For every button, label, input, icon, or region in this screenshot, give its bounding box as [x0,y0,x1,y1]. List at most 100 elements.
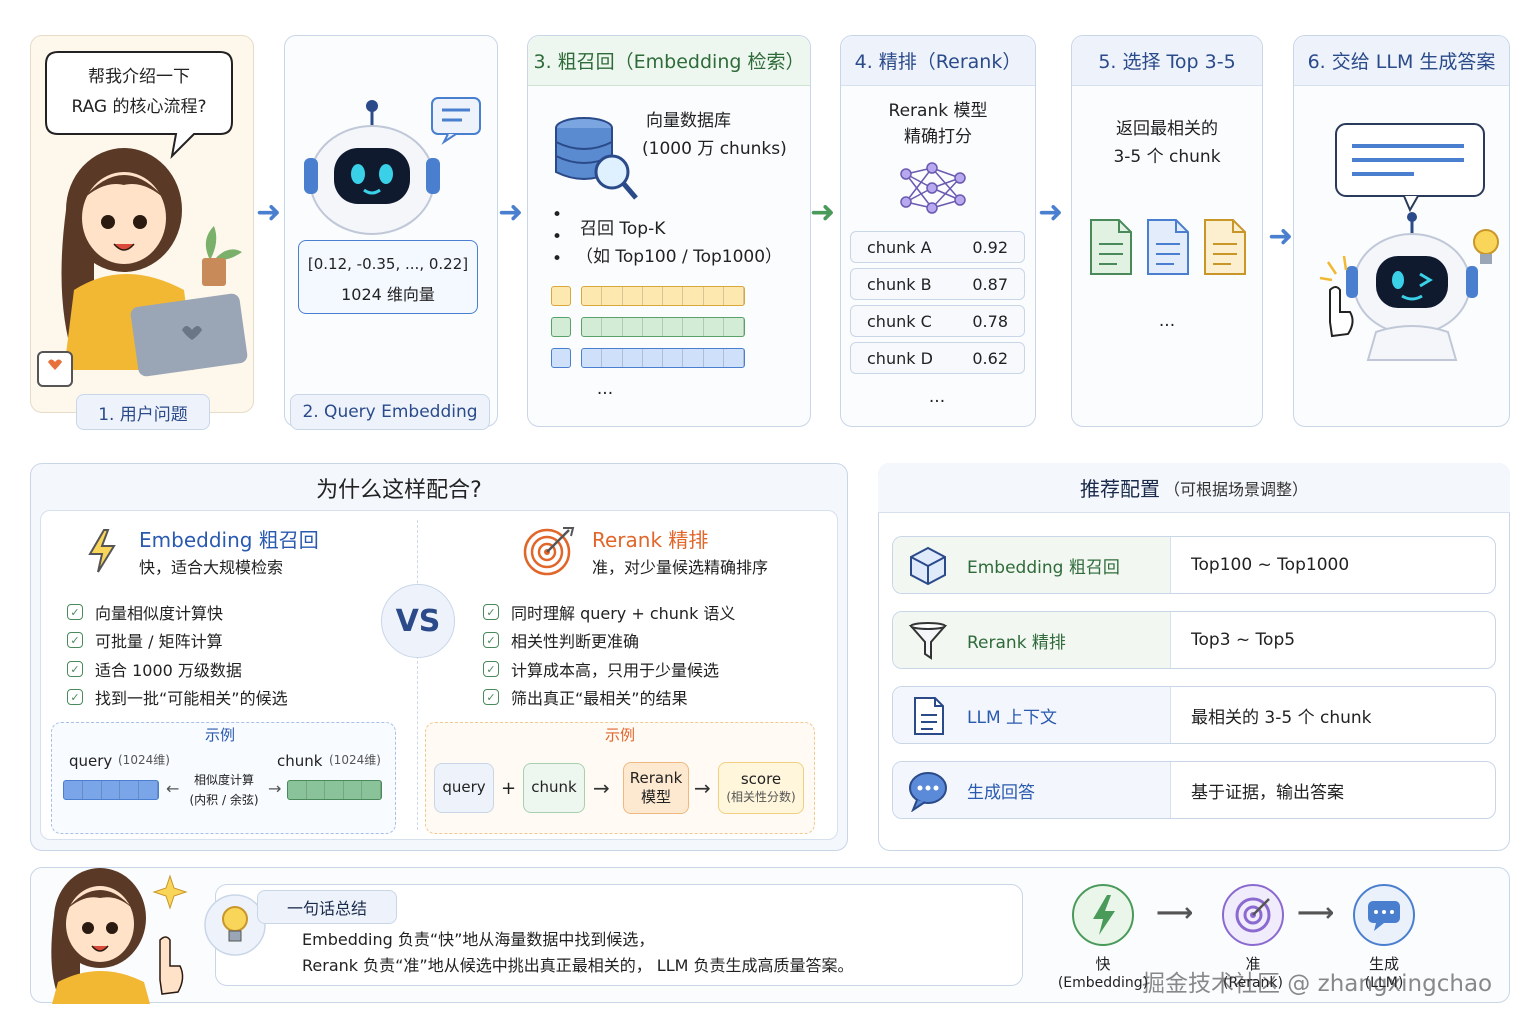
emb-sim-line2: (内积 / 余弦) [189,793,259,807]
config-row-name: Embedding 粗召回 [967,557,1120,578]
summary-line1: Embedding 负责“快”地从海量数据中找到候选， [302,930,655,949]
check-icon: ✓ [483,632,499,648]
vector-dimension: 1024 维向量 [341,285,435,304]
stage3-title: 3. 粗召回（Embedding 检索） [528,36,810,86]
emb-sim-line1: 相似度计算 [193,773,254,787]
rr-point: ✓同时理解 query + chunk 语义 [483,600,735,624]
emb-example-box [51,722,396,834]
robot-icon [304,97,481,235]
chunk-name: chunk B [867,274,932,294]
stage5-more: ... [1158,311,1176,331]
right-arrow-icon: → [268,779,282,798]
rr-chunk-pill: chunk [523,763,585,813]
emb-example-query: query [69,752,113,770]
stage4-model-line1: Rerank 模型 [888,101,988,121]
rr-score-line1: score [740,770,782,789]
arrow-4-5: ➜ [1038,195,1064,230]
check-icon: ✓ [483,661,499,677]
candidate-bar-yellow [581,286,745,306]
arrow-5-6: ➜ [1268,219,1294,254]
arrow-1-2: ➜ [256,195,282,230]
arrow-2-3: ➜ [498,195,524,230]
document-icon [1090,219,1132,275]
rr-title: Rerank 精排 [592,528,709,552]
emb-title: Embedding 粗召回 [139,528,319,552]
rr-score-line2: (相关性分数) [726,789,796,804]
chunk-score-row: chunk B 0.87 [850,268,1025,300]
flow-fast-label: 快 [1095,955,1111,973]
config-header: 推荐配置 （可根据场景调整） [878,463,1510,513]
check-icon: ✓ [67,689,83,705]
check-icon: ✓ [67,661,83,677]
stage6-title: 6. 交给 LLM 生成答案 [1294,36,1509,86]
candidate-marker-yellow [551,286,571,306]
emb-example-chunk: chunk [277,752,323,770]
query-vector-bar [63,780,159,800]
answer-bubble-icon [1335,123,1485,212]
cube-icon [910,546,946,586]
plus-sign: + [501,778,517,799]
stage3-db-line2: (1000 万 chunks) [642,139,787,159]
chunk-score: 0.78 [972,311,1008,331]
rr-score-pill: score (相关性分数) [718,762,804,814]
emb-example-title: 示例 [204,726,235,744]
emb-point: ✓向量相似度计算快 [67,600,223,624]
rr-point: ✓计算成本高，只用于少量候选 [483,657,719,681]
config-row-value: Top100 ~ Top1000 [1191,555,1350,575]
lightning-icon [88,529,116,573]
funnel-icon [908,622,948,660]
config-row-name: Rerank 精排 [967,632,1066,653]
rr-example-title: 示例 [604,726,635,744]
target-icon [523,527,575,576]
stage5-title: 5. 选择 Top 3-5 [1072,36,1262,86]
right-arrow-icon: → [694,776,711,800]
stage3-recall-line2: （如 Top100 / Top1000） [576,247,783,267]
stage4-more: ... [928,387,946,407]
summary-arrow-2: ⟶ [1297,898,1335,928]
config-row: Embedding 粗召回 Top100 ~ Top1000 [892,536,1496,594]
emb-point: ✓可批量 / 矩阵计算 [67,628,223,652]
user-bubble-line2: RAG 的核心流程? [71,97,207,117]
document-icon [1147,219,1189,275]
emb-example-chunk-dim: (1024维) [329,753,381,767]
check-icon: ✓ [67,604,83,620]
girl-pointing-illustration [51,868,188,1004]
flow-precise-sub: (Rerank) [1223,975,1283,991]
girl-laptop-illustration [37,148,248,387]
chat-icon [909,772,947,812]
config-row-value: 基于证据，输出答案 [1191,782,1344,803]
bullet-dot: • [552,249,563,269]
config-row-value: Top3 ~ Top5 [1191,630,1296,650]
config-row: LLM 上下文 最相关的 3-5 个 chunk [892,686,1496,744]
candidate-marker-blue [551,348,571,368]
bullet-dot: • [552,205,563,225]
chunk-name: chunk C [867,311,932,331]
chunk-score-row: chunk D 0.62 [850,342,1025,374]
bullet-dot: • [552,227,563,247]
chunk-score-row: chunk A 0.92 [850,231,1025,263]
document-icon [914,697,944,735]
lightbulb-icon [204,894,266,956]
chunk-score-row: chunk C 0.78 [850,305,1025,337]
stage3-recall-line1: 召回 Top-K [580,219,666,239]
vs-label: VS [395,603,441,639]
emb-example-query-dim: (1024维) [118,753,170,767]
config-row-name: 生成回答 [967,782,1035,803]
left-arrow-icon: ← [166,779,180,798]
stage4-model-line2: 精确打分 [904,127,972,147]
chunk-score: 0.62 [972,348,1008,368]
query-vector: [0.12, -0.35, ..., 0.22] [307,255,469,273]
summary-arrow-1: ⟶ [1156,898,1194,928]
flow-fast-sub: (Embedding) [1057,975,1149,991]
user-bubble-line1: 帮我介绍一下 [88,67,190,87]
stage6-card: 6. 交给 LLM 生成答案 [1293,35,1510,427]
emb-subtitle: 快，适合大规模检索 [139,558,284,577]
rr-model-line2: 模型 [640,788,671,806]
lightning-circle-icon [1072,884,1134,946]
rr-model-line1: Rerank [629,768,683,787]
summary-tag: 一句话总结 [257,890,397,924]
rr-query-pill: query [434,763,494,813]
robot-pointing-icon [1319,212,1499,361]
stage1-label: 1. 用户问题 [76,394,210,430]
rr-point: ✓相关性判断更准确 [483,628,639,652]
